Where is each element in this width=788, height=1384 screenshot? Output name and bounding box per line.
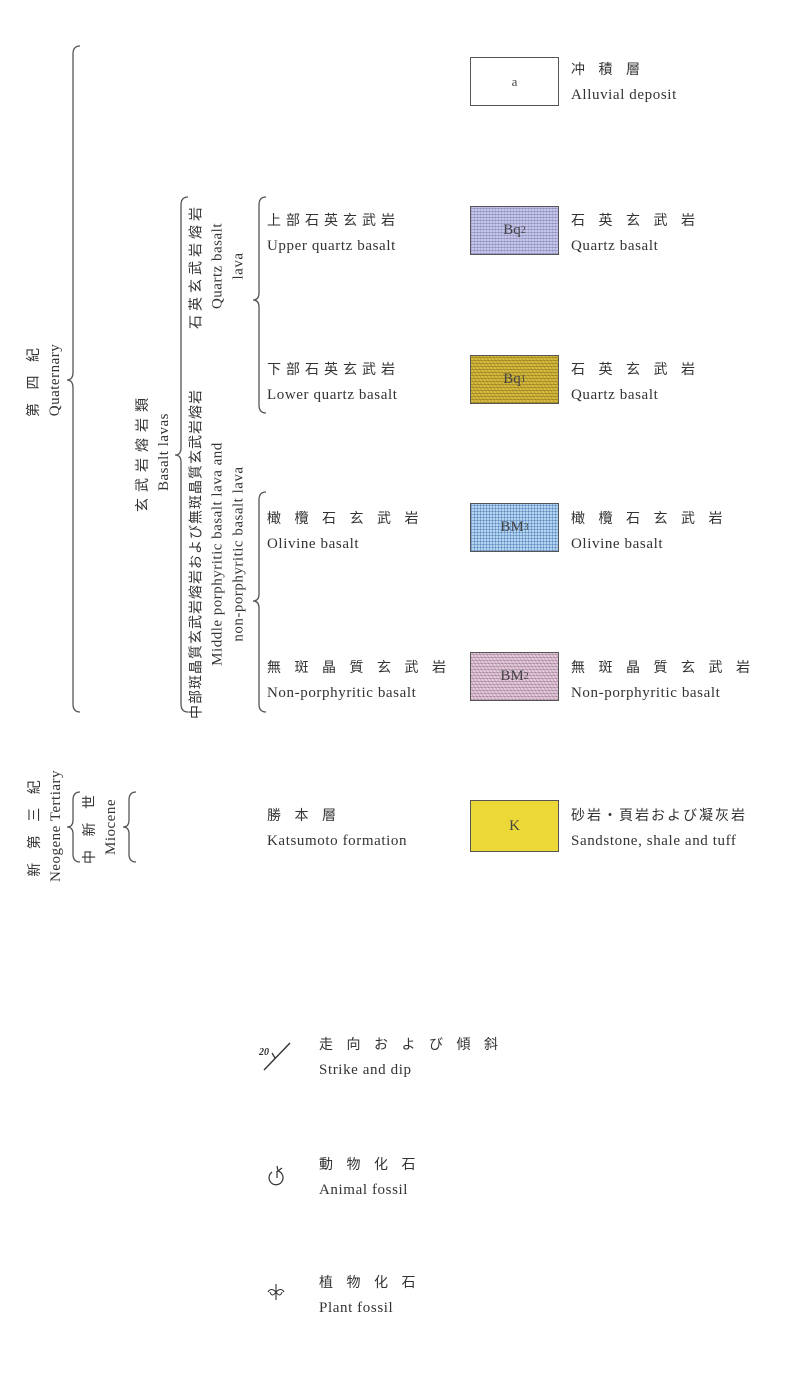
unit-en: Olivine basalt [267, 536, 360, 552]
swatch-symbol: K [509, 817, 520, 834]
quaternary-jp: 第 四 紀 [27, 343, 42, 417]
plant-fossil-icon [258, 1280, 294, 1310]
quartz-basalt-lava-en1: Quartz basalt [209, 222, 226, 310]
unit-name-katsumoto: 勝 本 層 Katsumoto formation [267, 805, 407, 853]
quaternary-label: 第 四 紀 Quaternary [24, 343, 66, 417]
miocene-en: Miocene [103, 799, 119, 855]
middle-porphyritic-label: 中部斑晶質玄武岩熔岩および無斑晶質玄武岩熔岩 Middle porphyriti… [187, 389, 250, 719]
miocene-brace [122, 791, 137, 863]
desc-jp: 石 英 玄 武 岩 [571, 214, 700, 229]
unit-name-non-porphyritic: 無 斑 晶 質 玄 武 岩 Non-porphyritic basalt [267, 657, 451, 705]
quartz-basalt-lava-label: 石英玄武岩熔岩 Quartz basalt lava [187, 203, 250, 329]
swatch-subscript: 3 [523, 522, 529, 533]
middle-porphyritic-brace [252, 491, 267, 713]
unit-name-olivine: 橄 欖 石 玄 武 岩 Olivine basalt [267, 508, 424, 556]
basalt-lavas-label: 玄武岩熔岩類 Basalt lavas [133, 392, 175, 512]
swatch-subscript: 2 [520, 225, 526, 236]
desc-en: Quartz basalt [571, 387, 659, 403]
desc-jp: 橄 欖 石 玄 武 岩 [571, 512, 728, 527]
unit-en: Lower quartz basalt [267, 387, 398, 403]
desc-bm3: 橄 欖 石 玄 武 岩 Olivine basalt [571, 508, 728, 556]
swatch-katsumoto: K [470, 800, 559, 852]
animal-fossil-label: 動 物 化 石 Animal fossil [319, 1154, 421, 1202]
quartz-basalt-brace [252, 196, 267, 414]
swatch-subscript: 1 [520, 374, 526, 385]
quartz-basalt-lava-jp: 石英玄武岩熔岩 [189, 203, 205, 329]
desc-jp: 冲 積 層 [571, 63, 645, 78]
unit-name-lower-quartz: 下部石英玄武岩 Lower quartz basalt [267, 359, 400, 407]
neogene-jp: 新 第 三 紀 [28, 775, 43, 877]
quartz-basalt-lava-en2: lava [230, 252, 247, 280]
symbol-jp: 動 物 化 石 [319, 1158, 421, 1173]
swatch-symbol: BM [500, 519, 524, 535]
neogene-en: Neogene Tertiary [48, 769, 64, 883]
basalt-lavas-jp: 玄武岩熔岩類 [136, 392, 151, 512]
symbol-en: Plant fossil [319, 1300, 394, 1316]
desc-jp: 無 斑 晶 質 玄 武 岩 [571, 661, 755, 676]
swatch-symbol: BM [500, 668, 524, 684]
strike-dip-icon: 20 [258, 1040, 294, 1071]
desc-bm2: 無 斑 晶 質 玄 武 岩 Non-porphyritic basalt [571, 657, 755, 705]
strike-dip-label: 走 向 お よ び 傾 斜 Strike and dip [319, 1034, 503, 1082]
unit-jp: 橄 欖 石 玄 武 岩 [267, 512, 424, 527]
desc-bq2: 石 英 玄 武 岩 Quartz basalt [571, 210, 700, 258]
plant-fossil-label: 植 物 化 石 Plant fossil [319, 1272, 421, 1320]
unit-name-upper-quartz: 上部石英玄武岩 Upper quartz basalt [267, 210, 400, 258]
unit-en: Non-porphyritic basalt [267, 685, 417, 701]
desc-en: Quartz basalt [571, 238, 659, 254]
unit-en: Katsumoto formation [267, 833, 408, 849]
basalt-lavas-en: Basalt lavas [156, 412, 172, 492]
animal-fossil-icon [258, 1162, 294, 1192]
swatch-subscript: 2 [523, 671, 529, 682]
desc-bq1: 石 英 玄 武 岩 Quartz basalt [571, 359, 700, 407]
unit-jp: 勝 本 層 [267, 809, 341, 824]
basalt-lavas-brace [174, 196, 189, 713]
swatch-symbol: Bq [503, 371, 521, 387]
desc-en: Olivine basalt [571, 536, 664, 552]
desc-en: Alluvial deposit [571, 87, 677, 103]
desc-jp: 石 英 玄 武 岩 [571, 363, 700, 378]
unit-jp: 下部石英玄武岩 [267, 363, 400, 378]
miocene-label: 中 新 世 Miocene [80, 790, 122, 864]
symbol-jp: 植 物 化 石 [319, 1276, 421, 1291]
desc-katsumoto: 砂岩・頁岩および凝灰岩 Sandstone, shale and tuff [571, 805, 747, 853]
symbol-en: Animal fossil [319, 1182, 409, 1198]
unit-en: Upper quartz basalt [267, 238, 396, 254]
desc-en: Non-porphyritic basalt [571, 685, 721, 701]
quaternary-en: Quaternary [47, 343, 63, 417]
symbol-jp: 走 向 お よ び 傾 斜 [319, 1038, 503, 1053]
neogene-brace [66, 791, 81, 863]
middle-porphyritic-jp: 中部斑晶質玄武岩熔岩および無斑晶質玄武岩熔岩 [189, 389, 205, 719]
quaternary-brace [66, 45, 81, 713]
unit-jp: 上部石英玄武岩 [267, 214, 400, 229]
desc-jp: 砂岩・頁岩および凝灰岩 [571, 809, 747, 824]
middle-porphyritic-en2: non-porphyritic basalt lava [230, 466, 247, 642]
unit-jp: 無 斑 晶 質 玄 武 岩 [267, 661, 451, 676]
swatch-alluvial: a [470, 57, 559, 106]
middle-porphyritic-en1: Middle porphyritic basalt lava and [209, 442, 226, 666]
symbol-en: Strike and dip [319, 1062, 412, 1078]
desc-en: Sandstone, shale and tuff [571, 833, 737, 849]
miocene-jp: 中 新 世 [83, 790, 98, 864]
desc-alluvial: 冲 積 層 Alluvial deposit [571, 59, 677, 107]
swatch-symbol: a [511, 73, 518, 89]
neogene-label: 新 第 三 紀 Neogene Tertiary [25, 770, 67, 882]
dip-value: 20 [258, 1047, 269, 1058]
swatch-symbol: Bq [503, 222, 521, 238]
